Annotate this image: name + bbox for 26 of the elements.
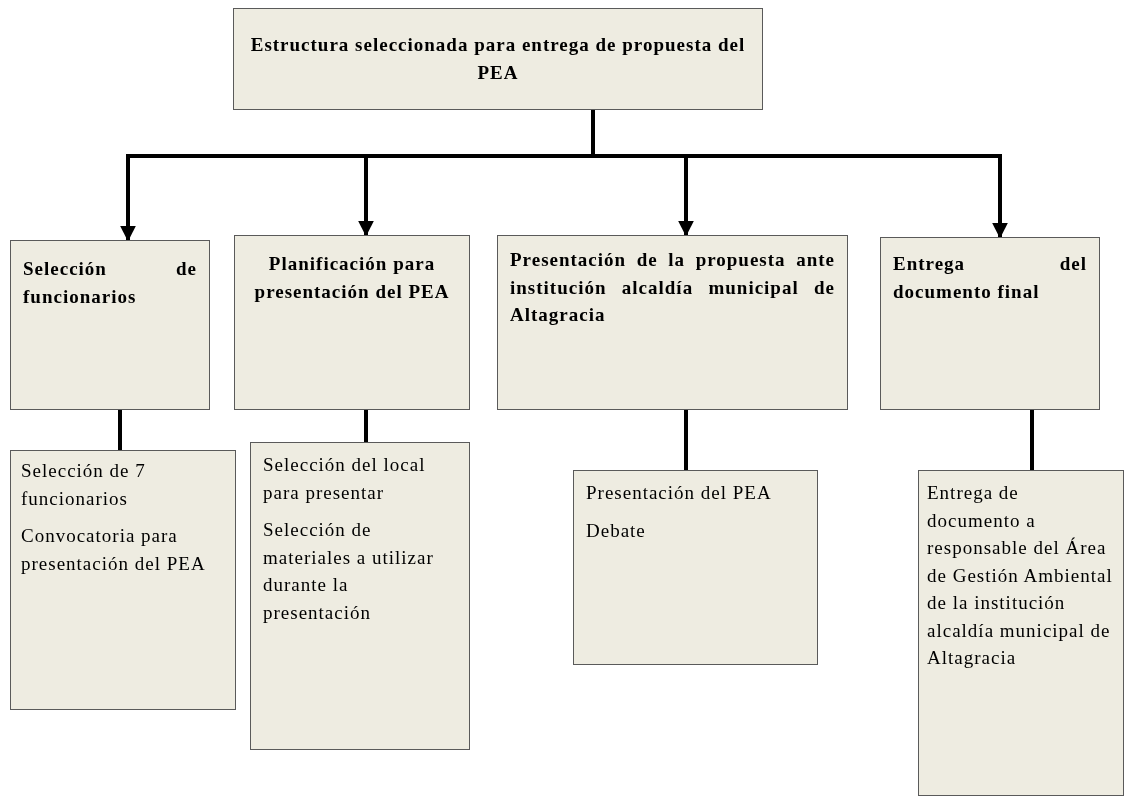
heading-text: Selección de funcionarios: [23, 257, 197, 309]
item-text: Presentación del PEA: [586, 481, 773, 505]
item-text: Selección de materiales a utilizar durante la presentación: [263, 518, 435, 625]
process-box: [234, 235, 470, 410]
heading-text: Estructura seleccionada para entrega de propuesta del PEA: [249, 33, 747, 85]
connector-line: [118, 410, 122, 450]
item-text: Selección del local para presentar: [263, 453, 427, 505]
title-box: [233, 8, 763, 110]
process-box: [880, 237, 1100, 410]
process-box: [10, 240, 210, 410]
heading-text: Presentación de la propuesta ante institución alcaldía municipal de Altagracia: [510, 248, 835, 328]
process-box: [497, 235, 848, 410]
item-text: Debate: [586, 518, 647, 543]
connector-line: [1030, 410, 1034, 470]
process-box: [10, 450, 236, 710]
connector-line: [684, 410, 688, 470]
arrow: [591, 110, 1008, 239]
heading-text: Planificación para presentación del PEA: [253, 252, 451, 304]
process-box: [250, 442, 470, 750]
process-box: [918, 470, 1124, 796]
connector-line: [364, 410, 368, 442]
item-text: Entrega de documento a responsable del Área de Gestión Ambiental de la institución alcaldía municipal de Altagracia: [927, 481, 1114, 671]
item-text: Selección de 7 funcionarios: [21, 459, 147, 511]
item-text: Convocatoria para presentación del PEA: [21, 524, 207, 576]
heading-text: Entrega del documento final: [893, 252, 1087, 304]
process-box: [573, 470, 818, 665]
